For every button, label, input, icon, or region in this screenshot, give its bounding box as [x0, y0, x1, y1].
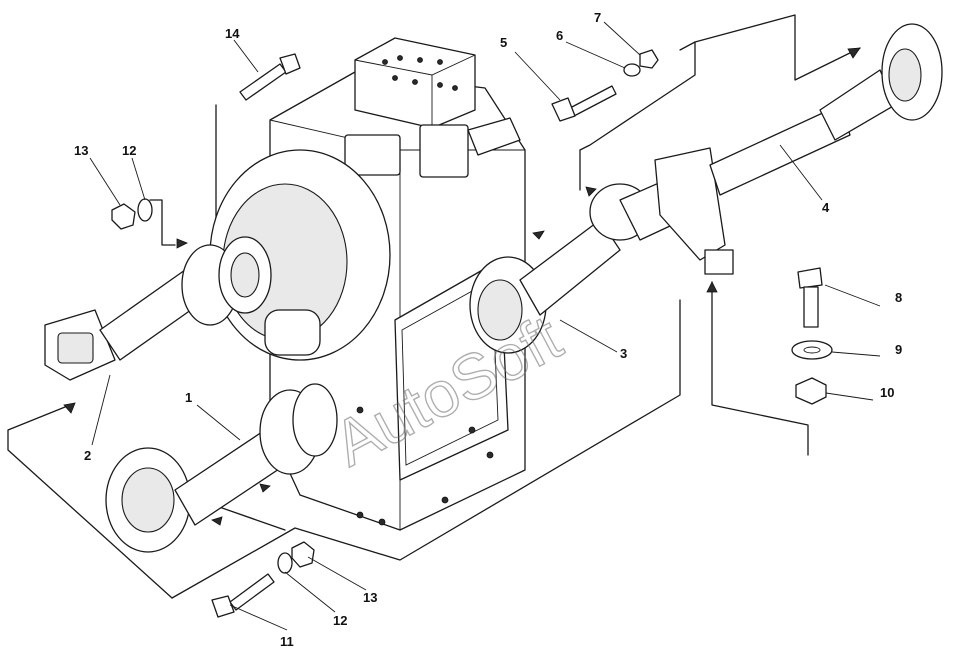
callout-9: 9 [895, 342, 902, 357]
washer-9 [791, 340, 833, 360]
callout-12-lower: 12 [333, 613, 347, 628]
nut-13-lower [291, 541, 315, 568]
callout-12-upper: 12 [122, 143, 136, 158]
callout-10: 10 [880, 385, 894, 400]
nut-13-left [111, 203, 136, 230]
callout-2: 2 [84, 448, 91, 463]
drive-shaft-center [469, 183, 651, 354]
callout-13-lower: 13 [363, 590, 377, 605]
callout-13-upper: 13 [74, 143, 88, 158]
washer-12-lower [277, 552, 293, 574]
callout-1: 1 [185, 390, 192, 405]
assembly-path-lines [7, 14, 861, 599]
bolt-11 [211, 573, 275, 618]
callout-11: 11 [280, 634, 294, 649]
bolt-14 [239, 53, 301, 101]
callout-labels: 1 2 3 4 5 6 7 8 9 10 11 12 12 13 13 14 [74, 10, 902, 649]
drive-shaft-right [619, 23, 943, 275]
drive-shaft-left-lower [105, 383, 338, 553]
callout-4: 4 [822, 200, 830, 215]
nut-7 [639, 49, 659, 69]
callout-7: 7 [594, 10, 601, 25]
washer-6 [623, 63, 641, 77]
bolt-8 [797, 267, 823, 328]
drive-shaft-left-upper [44, 236, 272, 381]
washer-12-left [137, 198, 153, 222]
callout-14: 14 [225, 26, 240, 41]
callout-5: 5 [500, 35, 507, 50]
callout-3: 3 [620, 346, 627, 361]
bolt-5 [551, 85, 617, 122]
callout-6: 6 [556, 28, 563, 43]
nut-10 [795, 377, 827, 405]
arrowheads [63, 47, 861, 526]
callout-8: 8 [895, 290, 902, 305]
leader-lines [89, 21, 881, 631]
